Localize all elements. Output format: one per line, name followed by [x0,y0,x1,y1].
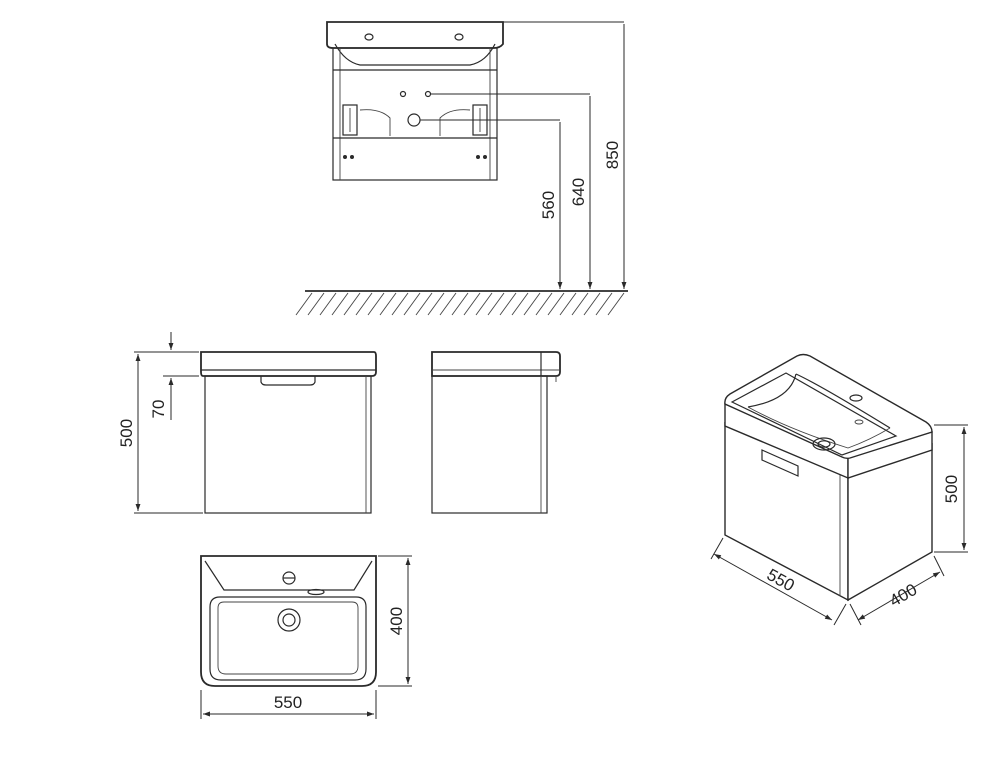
floor-line [295,290,628,316]
floor-hatch-line [547,292,565,316]
floor-hatch-line [355,292,373,316]
floor-hatch-line [295,292,313,316]
floor-hatch-line [511,292,529,316]
floor-hatch-line [571,292,589,316]
floor-hatch-line [403,292,421,316]
floor-hatch-line [427,292,445,316]
front-view: 500 70 [117,332,377,514]
dim-400-iso: 400 [886,580,920,611]
floor-hatch-line [499,292,517,316]
floor-hatch-line [595,292,613,316]
floor-hatch-line [583,292,601,316]
floor-hatch-line [463,292,481,316]
floor-hatch-line [523,292,541,316]
floor-hatch-line [331,292,349,316]
dim-560: 560 [539,191,558,219]
floor-hatch-line [379,292,397,316]
dim-640: 640 [569,178,588,206]
floor-hatch-line [391,292,409,316]
dim-500-front: 500 [117,419,136,447]
isometric-view: 500 550 400 [710,353,968,626]
floor-hatch-line [367,292,385,316]
floor-hatch-line [487,292,505,316]
floor-hatch-line [307,292,325,316]
floor-hatch-line [607,292,625,316]
dim-550-plan: 550 [274,693,302,712]
dim-70: 70 [149,400,168,419]
floor-hatch-line [343,292,361,316]
floor-hatch-line [415,292,433,316]
dim-400-plan: 400 [387,607,406,635]
floor-hatch-line [451,292,469,316]
plan-view: 400 550 [200,555,412,719]
floor-hatch-line [535,292,553,316]
rear-installation-view [326,21,624,181]
floor-hatch-line [559,292,577,316]
floor-hatch-line [319,292,337,316]
dim-850: 850 [603,141,622,169]
dim-500-iso: 500 [942,475,961,503]
height-dimensions: 560 640 850 [539,24,627,289]
floor-hatch-line [475,292,493,316]
floor-hatch-line [439,292,457,316]
side-view [431,351,561,514]
